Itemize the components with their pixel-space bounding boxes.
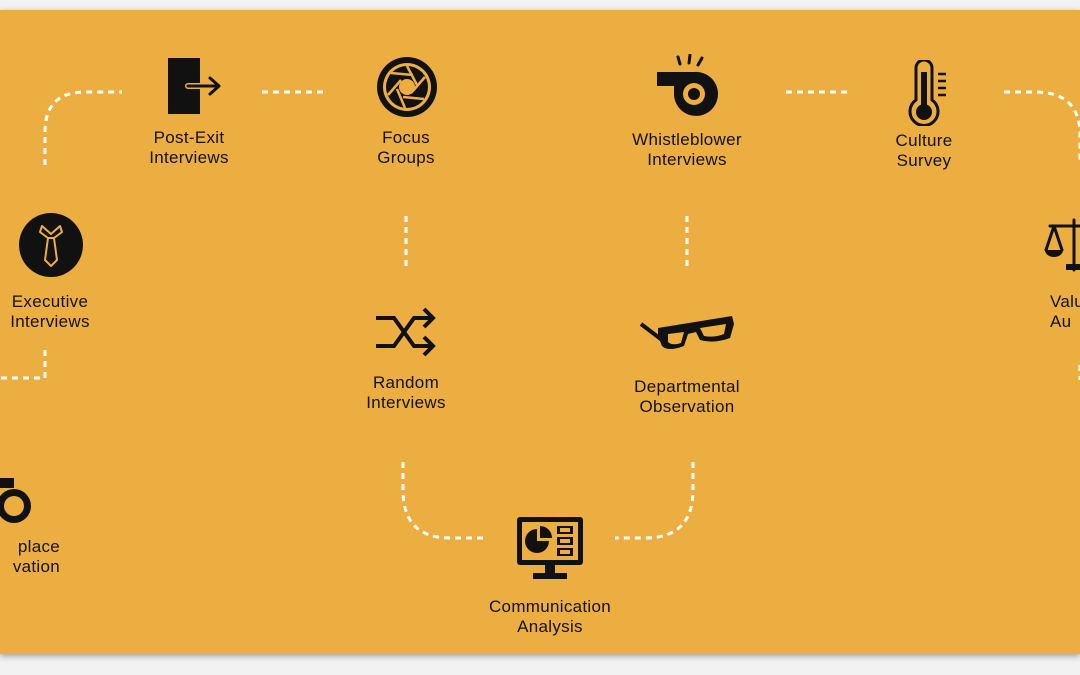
node-communication: Communication Analysis: [470, 597, 630, 637]
thermometer-icon: [906, 58, 950, 131]
camera-aperture-icon: [375, 55, 439, 124]
node-label: Valu Au: [1050, 292, 1080, 331]
node-whistleblower: Whistleblower Interviews: [607, 130, 767, 170]
node-label: Communication Analysis: [488, 597, 611, 636]
connector-random-to-communication: [401, 462, 485, 540]
node-workplace: place vation: [0, 537, 60, 577]
node-departmental: Departmental Observation: [607, 377, 767, 417]
whistle-icon: [652, 53, 722, 121]
process-diagram: Post-Exit Interviews Focus Groups Wh: [0, 10, 1080, 654]
node-executive: Executive Interviews: [0, 292, 110, 332]
node-values-audit: Valu Au: [1040, 292, 1080, 332]
node-label: Culture Survey: [895, 131, 953, 170]
connector-executive-to-postexit: [43, 90, 122, 165]
monitor-dashboard-icon: [515, 515, 585, 590]
node-culture-survey: Culture Survey: [864, 131, 984, 171]
node-label: Random Interviews: [366, 373, 446, 412]
connector-executive-to-workplace: [0, 350, 47, 380]
shuffle-icon: [374, 306, 440, 363]
3d-glasses-icon: [639, 310, 736, 363]
node-focus-groups: Focus Groups: [346, 128, 466, 168]
node-label: Whistleblower Interviews: [632, 130, 742, 169]
node-post-exit: Post-Exit Interviews: [129, 128, 249, 168]
node-random: Random Interviews: [341, 373, 471, 413]
node-label: Post-Exit Interviews: [149, 128, 229, 167]
binoculars-icon: [0, 476, 34, 531]
exit-door-icon: [166, 57, 226, 120]
node-label: Executive Interviews: [10, 292, 90, 331]
scales-icon: [1044, 214, 1080, 279]
necktie-icon: [18, 212, 84, 283]
node-label: Departmental Observation: [634, 377, 740, 416]
node-label: Focus Groups: [377, 128, 435, 167]
node-label: place vation: [12, 537, 60, 576]
connector-departmental-to-communication: [615, 462, 695, 540]
